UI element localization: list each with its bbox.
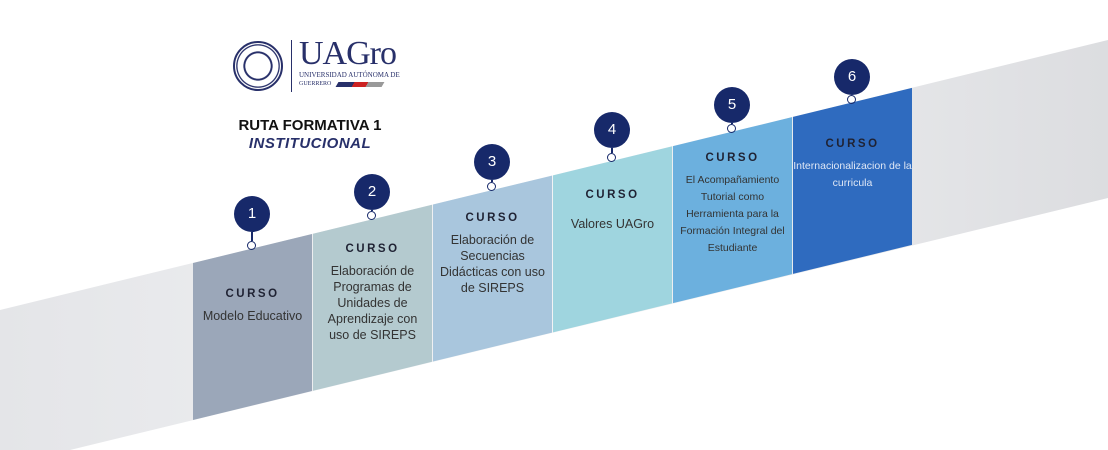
course-kicker: CURSO xyxy=(705,152,760,164)
course-name: Elaboración de Programas de Unidades de … xyxy=(327,264,418,342)
course-name: El Acompañamiento Tutorial como Herramie… xyxy=(680,174,785,254)
course-column-bg xyxy=(313,204,432,391)
connector-dot-icon xyxy=(487,182,496,192)
course-card-5: CURSO El Acompañamiento Tutorial como Her… xyxy=(673,151,792,257)
step-number-badge: 6 xyxy=(834,59,870,95)
connector-dot-icon xyxy=(367,211,376,221)
page-title: RUTA FORMATIVA 1 xyxy=(238,117,382,134)
course-card-4: CURSO Valores UAGro xyxy=(553,188,672,232)
connector-line xyxy=(491,180,493,183)
connector-dot-icon xyxy=(847,94,856,104)
connector-dot-icon xyxy=(247,240,256,250)
course-name: Valores UAGro xyxy=(570,217,655,231)
connector-line xyxy=(731,123,733,124)
university-seal-icon xyxy=(233,41,283,91)
connector-line xyxy=(251,232,253,241)
course-column-bg xyxy=(673,117,792,304)
page-subtitle: INSTITUCIONAL xyxy=(248,135,372,152)
connector-dot-icon xyxy=(727,123,736,133)
course-card-3: CURSO Elaboración de Secuencias Didáctica… xyxy=(433,211,552,296)
uagro-logo: UAGro UNIVERSIDAD AUTÓNOMA DE GUERRERO xyxy=(233,35,400,92)
course-column-bg xyxy=(193,234,312,420)
step-number-badge: 2 xyxy=(354,174,390,210)
connector-dot-icon xyxy=(607,152,616,162)
logo-line2: GUERRERO xyxy=(299,81,332,87)
step-number-badge: 1 xyxy=(234,196,270,232)
logo-line1: UNIVERSIDAD AUTÓNOMA DE xyxy=(299,71,400,79)
course-kicker: CURSO xyxy=(345,243,400,255)
course-kicker: CURSO xyxy=(585,189,640,201)
step-number-badge: 3 xyxy=(474,144,510,180)
course-name: Modelo Educativo xyxy=(202,309,303,323)
course-column-bg xyxy=(793,87,912,274)
course-card-1: CURSO Modelo Educativo xyxy=(193,287,312,324)
course-kicker: CURSO xyxy=(225,288,280,300)
step-number-badge: 4 xyxy=(594,112,630,148)
course-kicker: CURSO xyxy=(465,212,520,224)
course-column-bg xyxy=(433,175,552,362)
logo-brand: UAGro xyxy=(299,35,397,72)
course-card-2: CURSO Elaboración de Programas de Unidade… xyxy=(313,242,432,343)
course-column-bg xyxy=(553,146,672,333)
connector-line xyxy=(611,148,613,153)
logo-stripes xyxy=(335,82,385,87)
course-name: Internacionalizacion de la curricula xyxy=(793,160,912,189)
step-number-badge: 5 xyxy=(714,87,750,123)
course-kicker: CURSO xyxy=(825,138,880,150)
course-card-6: CURSO Internacionalizacion de la curricul… xyxy=(793,137,912,192)
connector-line xyxy=(371,210,373,212)
course-name: Elaboración de Secuencias Didácticas con… xyxy=(440,233,545,295)
logo-divider xyxy=(291,40,292,92)
